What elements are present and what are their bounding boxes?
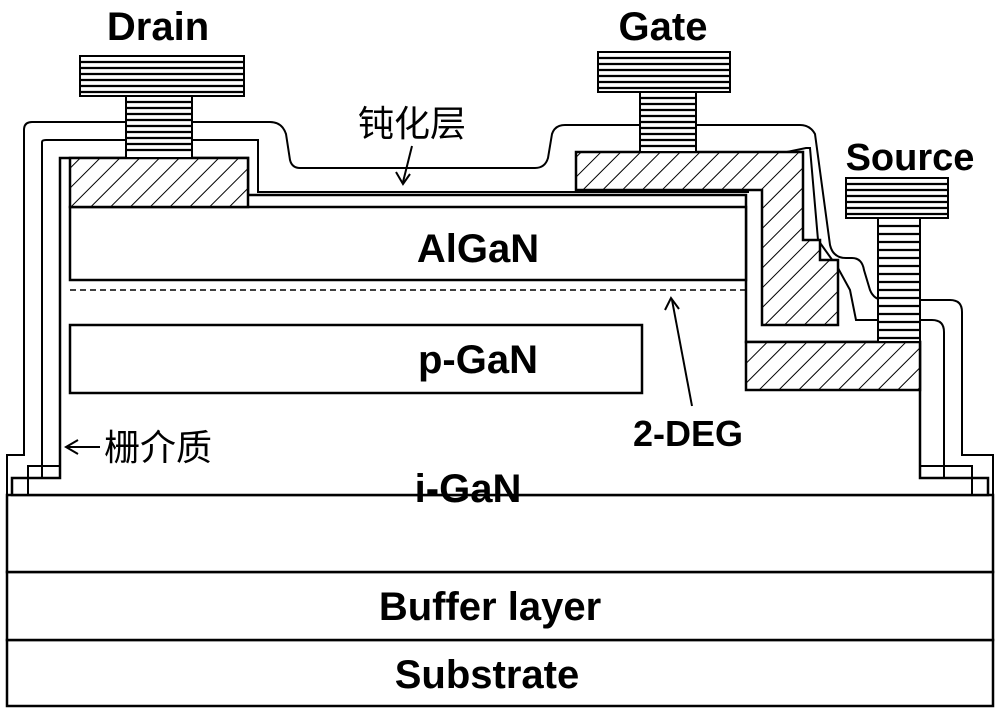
gate-dielectric-layer bbox=[11, 139, 989, 495]
gate-label: Gate bbox=[619, 5, 708, 49]
algan-layer: AlGaN bbox=[68, 205, 748, 282]
algan-label: AlGaN bbox=[417, 227, 539, 271]
drain-pad-icon bbox=[79, 55, 245, 159]
substrate-label: Substrate bbox=[395, 653, 580, 697]
drain-contact bbox=[68, 156, 250, 209]
drain-electrode: Drain bbox=[79, 5, 245, 159]
gate-pad-icon bbox=[597, 51, 731, 153]
source-label: Source bbox=[846, 137, 975, 179]
gate-metal bbox=[574, 150, 840, 327]
passivation-arrow-icon bbox=[402, 145, 413, 183]
drain-label: Drain bbox=[107, 5, 209, 49]
i-gan-label: i-GaN bbox=[415, 467, 522, 511]
substrate-layer: Substrate bbox=[5, 638, 995, 708]
two-deg-arrow-icon bbox=[671, 299, 693, 407]
gate-electrode: Gate bbox=[597, 5, 731, 153]
passivation-label: 钝化层 bbox=[358, 104, 466, 145]
gate-dielectric-annotation: 栅介质 bbox=[64, 428, 212, 469]
source-contact bbox=[744, 340, 922, 392]
passivation-annotation: 钝化层 bbox=[358, 104, 466, 186]
two-deg-annotation: 2-DEG bbox=[633, 296, 743, 454]
buffer-layer: Buffer layer bbox=[5, 570, 995, 642]
p-gan-label: p-GaN bbox=[418, 338, 538, 382]
buffer-layer-label: Buffer layer bbox=[379, 585, 601, 629]
gate-dielectric-label: 栅介质 bbox=[104, 428, 212, 469]
source-pad-icon bbox=[845, 177, 949, 343]
two-deg-label: 2-DEG bbox=[633, 413, 743, 454]
source-electrode: Source bbox=[845, 137, 975, 343]
p-gan-layer: p-GaN bbox=[68, 323, 644, 395]
